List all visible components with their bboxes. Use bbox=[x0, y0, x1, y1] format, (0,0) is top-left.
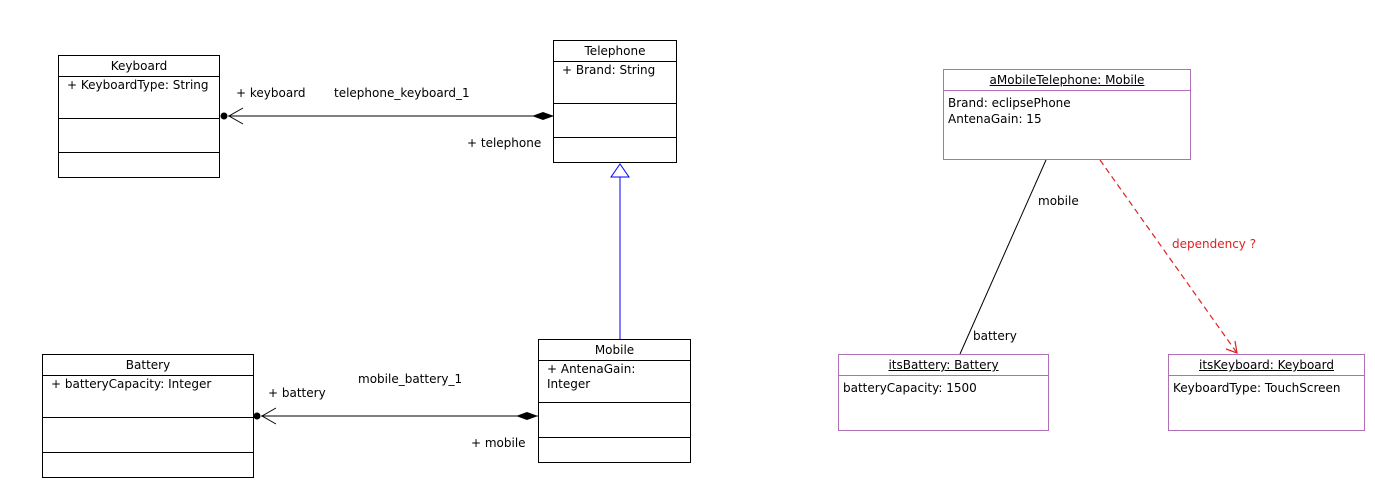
dependency-line[interactable] bbox=[1099, 159, 1238, 354]
class-telephone[interactable]: Telephone + Brand: String bbox=[553, 40, 677, 163]
class-battery-name: Battery bbox=[43, 355, 253, 376]
keyboard-ownership-dot bbox=[220, 112, 228, 120]
role-label-battery: + battery bbox=[268, 386, 326, 400]
class-mobile[interactable]: Mobile + AntenaGain: Integer bbox=[538, 339, 691, 463]
class-mobile-attributes: + AntenaGain: Integer bbox=[539, 361, 690, 403]
slot-brand: Brand: eclipsePhone bbox=[948, 96, 1071, 110]
slot-antenagain: AntenaGain: 15 bbox=[948, 112, 1042, 126]
role-label-telephone: + telephone bbox=[467, 136, 542, 150]
object-amobiletelephone-slots: Brand: eclipsePhone AntenaGain: 15 bbox=[944, 91, 1190, 131]
association-name-telephone-keyboard: telephone_keyboard_1 bbox=[334, 86, 470, 100]
class-keyboard-attributes: + KeyboardType: String bbox=[59, 77, 219, 119]
slot-batterycapacity: batteryCapacity: 1500 bbox=[843, 381, 977, 395]
object-link-line[interactable] bbox=[959, 159, 1047, 355]
class-battery-attributes: + batteryCapacity: Integer bbox=[43, 376, 253, 418]
class-keyboard-operations bbox=[59, 119, 219, 153]
link-end-label-mobile: mobile bbox=[1038, 194, 1079, 208]
object-itskeyboard-name: itsKeyboard: Keyboard bbox=[1169, 355, 1364, 376]
link-end-label-battery: battery bbox=[973, 329, 1017, 343]
object-itsbattery-slots: batteryCapacity: 1500 bbox=[839, 376, 1048, 400]
battery-navigability-arrow bbox=[260, 407, 277, 425]
object-amobiletelephone-name: aMobileTelephone: Mobile bbox=[944, 70, 1190, 91]
association-name-mobile-battery: mobile_battery_1 bbox=[358, 372, 463, 386]
class-mobile-name: Mobile bbox=[539, 340, 690, 361]
object-itsbattery-name: itsBattery: Battery bbox=[839, 355, 1048, 376]
class-telephone-operations bbox=[554, 104, 676, 138]
object-amobiletelephone[interactable]: aMobileTelephone: Mobile Brand: eclipseP… bbox=[943, 69, 1191, 160]
battery-ownership-dot bbox=[253, 412, 261, 420]
class-keyboard[interactable]: Keyboard + KeyboardType: String bbox=[58, 55, 220, 178]
mobile-composition-diamond bbox=[516, 412, 538, 420]
telephone-composition-diamond bbox=[532, 112, 554, 120]
role-label-keyboard: + keyboard bbox=[236, 86, 306, 100]
class-battery[interactable]: Battery + batteryCapacity: Integer bbox=[42, 354, 254, 478]
dependency-arrowhead bbox=[1225, 340, 1238, 354]
class-telephone-name: Telephone bbox=[554, 41, 676, 62]
dependency-label: dependency ? bbox=[1172, 237, 1257, 251]
class-mobile-operations bbox=[539, 403, 690, 438]
class-telephone-attributes: + Brand: String bbox=[554, 62, 676, 104]
generalization-arrowhead bbox=[610, 163, 630, 178]
object-itskeyboard[interactable]: itsKeyboard: Keyboard KeyboardType: Touc… bbox=[1168, 354, 1365, 431]
role-label-mobile: + mobile bbox=[471, 436, 526, 450]
class-battery-operations bbox=[43, 418, 253, 453]
object-itskeyboard-slots: KeyboardType: TouchScreen bbox=[1169, 376, 1364, 400]
object-itsbattery[interactable]: itsBattery: Battery batteryCapacity: 150… bbox=[838, 354, 1049, 431]
slot-keyboardtype: KeyboardType: TouchScreen bbox=[1173, 381, 1341, 395]
keyboard-navigability-arrow bbox=[227, 107, 244, 125]
class-keyboard-name: Keyboard bbox=[59, 56, 219, 77]
